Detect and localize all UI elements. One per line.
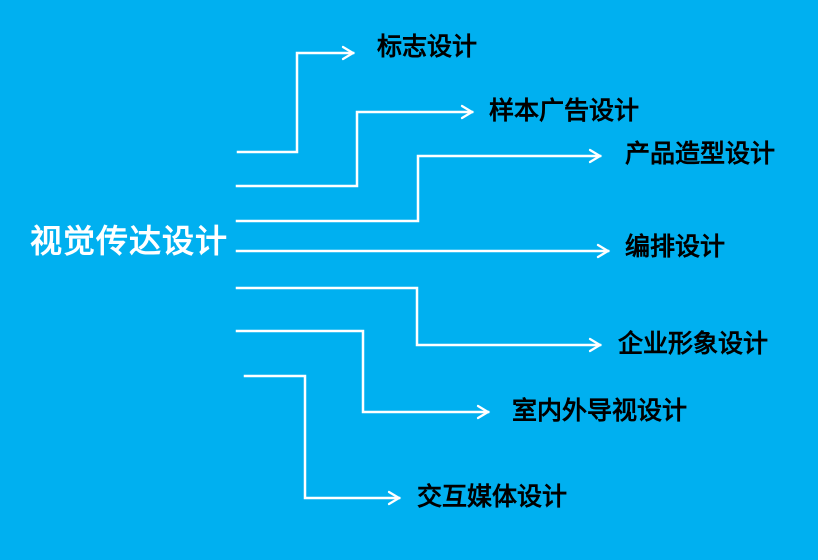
branch-label-corporate-identity-design: 企业形象设计 [618, 329, 769, 358]
branch-label-logo-design: 标志设计 [377, 32, 478, 61]
branch-label-indoor-outdoor-signage-design: 室内外导视设计 [512, 396, 688, 425]
connector-logo-design [236, 45, 356, 154]
connector-indoor-outdoor-signage-design [235, 329, 491, 420]
branch-label-product-styling-design: 产品造型设计 [625, 139, 776, 168]
root-node-label: 视觉传达设计 [30, 222, 229, 260]
connector-corporate-identity-design [235, 286, 603, 353]
connector-sample-advertising-design [235, 104, 475, 188]
connector-interactive-media-design [243, 374, 402, 506]
branch-label-sample-advertising-design: 样本广告设计 [489, 96, 640, 125]
branch-label-interactive-media-design: 交互媒体设计 [417, 482, 568, 511]
connector-product-styling-design [235, 148, 603, 223]
branch-label-layout-design: 编排设计 [625, 232, 726, 261]
